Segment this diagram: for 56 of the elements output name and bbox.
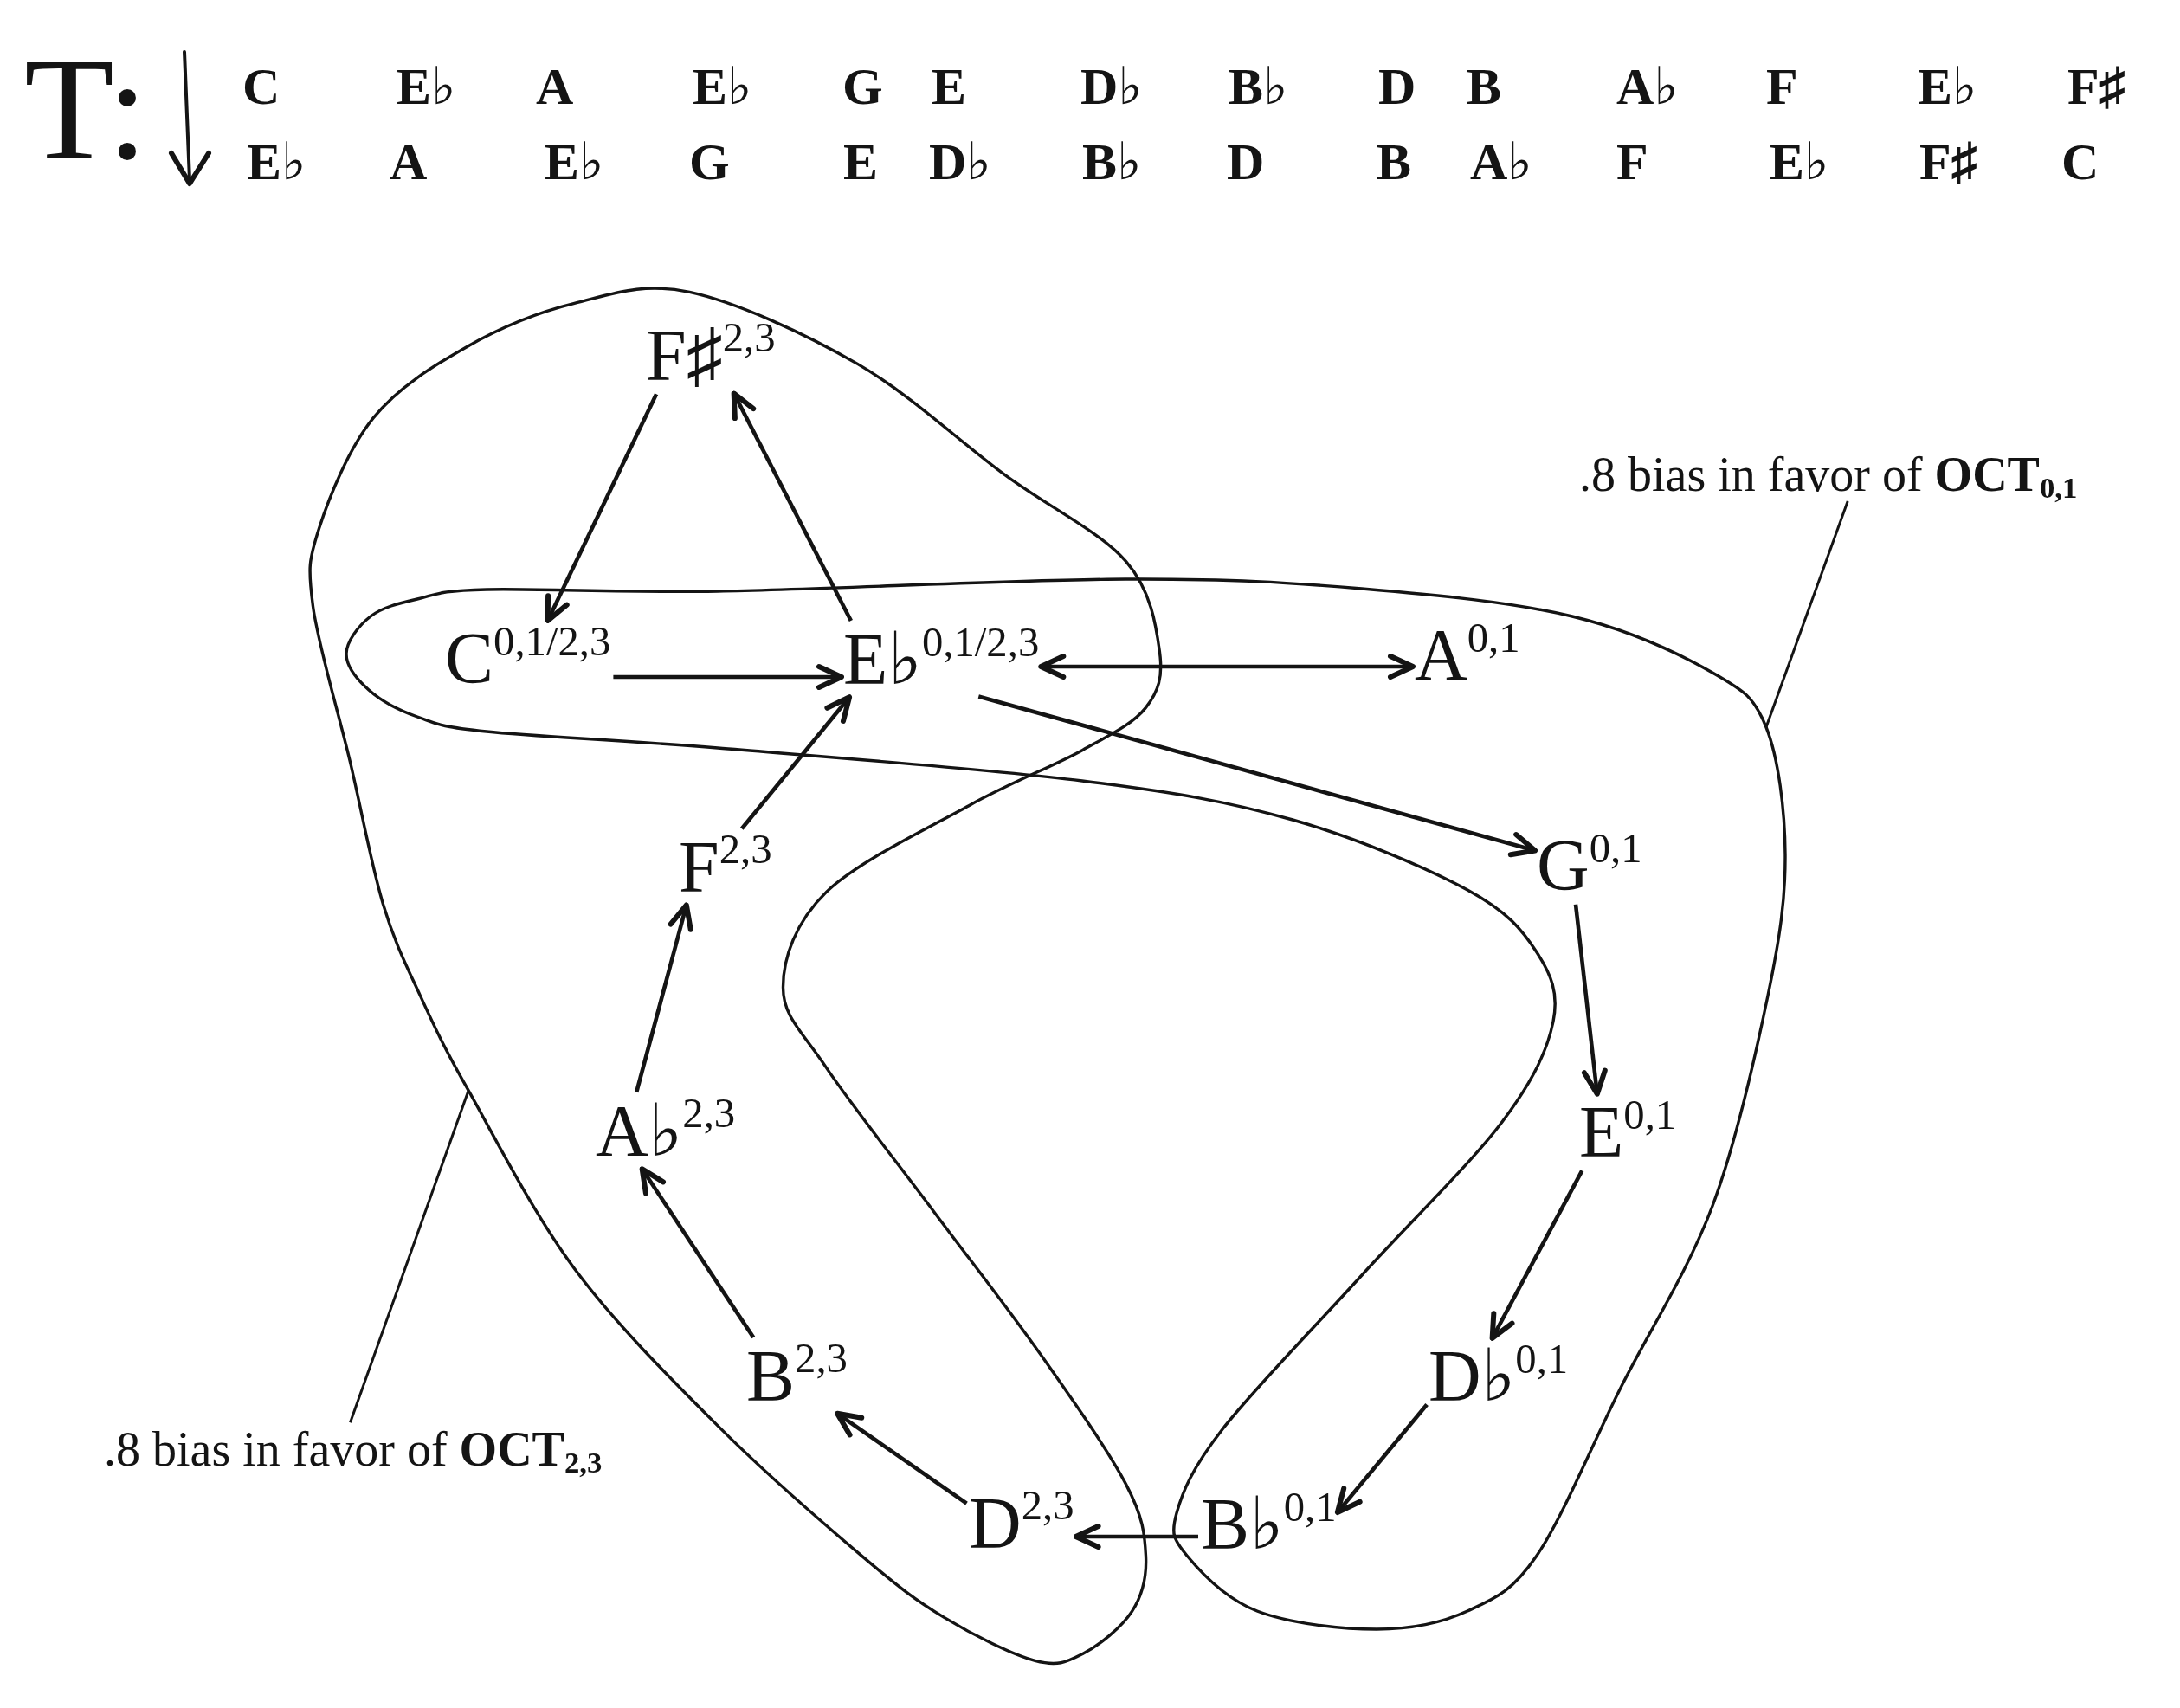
pitch-name: C xyxy=(2061,135,2099,188)
transform-label: T: xyxy=(24,35,148,183)
pitch-name: E♭ xyxy=(693,60,752,113)
pitch-name: B xyxy=(1377,135,1412,188)
leader-line xyxy=(349,1090,470,1423)
pitch-name: A xyxy=(536,60,574,113)
arrow xyxy=(835,1410,968,1505)
pitch-name: E♭ xyxy=(1918,60,1977,113)
pitch-label: G$^{0,1}$ xyxy=(1537,828,1642,902)
pitch-name: D xyxy=(1378,60,1416,113)
arrow xyxy=(545,393,659,623)
pitch-name: E♭ xyxy=(397,60,456,113)
arrow xyxy=(613,664,844,690)
arrow xyxy=(1073,1524,1198,1550)
arrow xyxy=(1573,904,1608,1097)
pitch-name: F♯ xyxy=(2067,60,2125,113)
arrow xyxy=(639,1166,756,1339)
pitch-label: E♭$^{0,1/2,3}$ xyxy=(843,622,1040,696)
pitch-name: B xyxy=(1467,60,1502,113)
arrow xyxy=(740,694,853,830)
pitch-name: A♭ xyxy=(1616,60,1679,113)
arrow xyxy=(731,390,853,622)
pitch-name: A♭ xyxy=(1470,135,1532,188)
pitch-name: E xyxy=(932,60,967,113)
pitch-label: F$^{2,3}$ xyxy=(679,830,772,904)
pitch-label: A♭$^{2,3}$ xyxy=(596,1094,736,1168)
pitch-name: D xyxy=(1227,135,1265,188)
arrow xyxy=(1038,654,1416,680)
pitch-name: A xyxy=(390,135,428,188)
pitch-name: F xyxy=(1766,60,1798,113)
pitch-name: E♭ xyxy=(545,135,604,188)
arrow xyxy=(977,694,1538,858)
pitch-name: E♭ xyxy=(1770,135,1829,188)
pitch-name: F♯ xyxy=(1919,135,1977,188)
pitch-label: A$^{0,1}$ xyxy=(1415,618,1520,692)
pitch-name: G xyxy=(689,135,730,188)
pitch-label: B♭$^{0,1}$ xyxy=(1201,1487,1337,1561)
arrow xyxy=(634,902,693,1093)
pitch-label: D♭$^{0,1}$ xyxy=(1429,1339,1569,1413)
leader-line xyxy=(1764,500,1849,728)
pitch-name: D♭ xyxy=(929,135,991,188)
pitch-label: C$^{0,1/2,3}$ xyxy=(445,622,611,695)
pitch-label: B$^{2,3}$ xyxy=(746,1339,848,1413)
arrow xyxy=(1334,1403,1429,1516)
pitch-name: G xyxy=(842,60,883,113)
pitch-name: D♭ xyxy=(1080,60,1143,113)
pitch-name: E xyxy=(843,135,879,188)
pitch-label: E$^{0,1}$ xyxy=(1579,1095,1677,1169)
pitch-label: D$^{2,3}$ xyxy=(969,1486,1074,1560)
pitch-name: E♭ xyxy=(247,135,306,188)
arrow xyxy=(1489,1170,1584,1341)
pitch-label: F♯$^{2,3}$ xyxy=(646,319,776,392)
pitch-name: B♭ xyxy=(1229,60,1288,113)
pitch-name: F xyxy=(1616,135,1648,188)
pitch-name: C xyxy=(242,60,281,113)
pitch-name: B♭ xyxy=(1082,135,1142,188)
